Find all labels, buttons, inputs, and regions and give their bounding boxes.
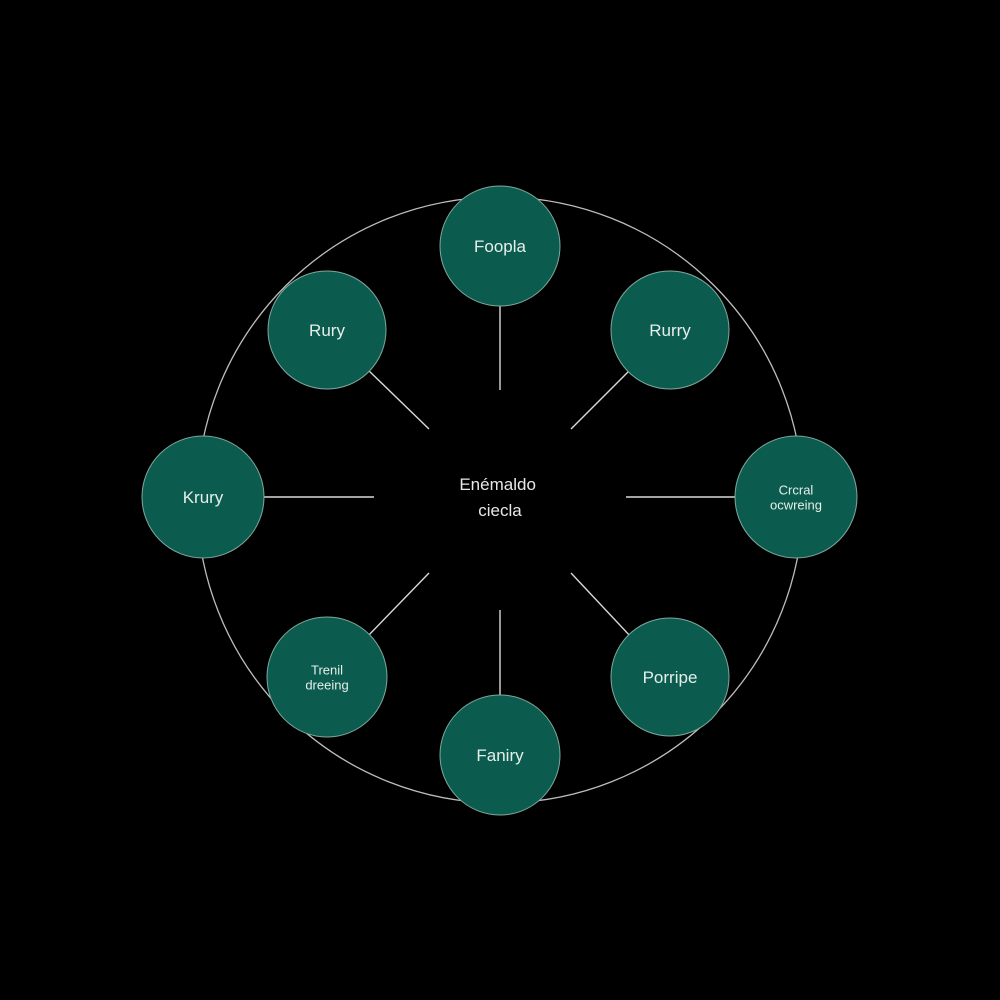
node-label-line: Rury	[309, 321, 345, 340]
node-label-top-right: Rurry	[649, 321, 691, 340]
node-circle-top-right	[610, 270, 730, 390]
node-label-line: Faniry	[476, 746, 524, 765]
node-top: Foopla	[439, 185, 561, 307]
node-label-top: Foopla	[474, 237, 527, 256]
node-label-line: Trenil	[311, 662, 343, 677]
node-circle-top	[439, 185, 561, 307]
node-label-top-left: Rury	[309, 321, 345, 340]
node-label-line: Foopla	[474, 237, 527, 256]
node-bottom-right: Porripe	[610, 617, 730, 737]
node-label-bottom-right: Porripe	[643, 668, 698, 687]
node-label-left: Krury	[183, 488, 224, 507]
center-label-line-1: Enémaldo	[459, 475, 536, 494]
node-circle-bottom-left	[266, 616, 388, 738]
node-label-line: ocwreing	[770, 497, 822, 512]
node-left: Krury	[141, 435, 265, 559]
node-bottom: Faniry	[439, 694, 561, 816]
spoke-top-left	[365, 367, 430, 430]
center-label-line-2: ciecla	[478, 501, 522, 520]
node-circle-bottom-right	[610, 617, 730, 737]
node-label-line: Porripe	[643, 668, 698, 687]
node-label-line: Krury	[183, 488, 224, 507]
node-top-left: Rury	[267, 270, 387, 390]
node-circle-right	[734, 435, 858, 559]
spoke-bottom-right	[570, 572, 633, 639]
spoke-top-right	[570, 367, 633, 430]
node-label-bottom: Faniry	[476, 746, 524, 765]
spoke-bottom-left	[365, 572, 430, 639]
node-label-line: Crcral	[779, 482, 814, 497]
center-label: Enémaldo ciecla	[459, 475, 540, 520]
spokes-group	[264, 306, 735, 695]
node-top-right: Rurry	[610, 270, 730, 390]
node-label-line: dreeing	[305, 677, 348, 692]
node-label-line: Rurry	[649, 321, 691, 340]
node-circle-top-left	[267, 270, 387, 390]
node-circle-bottom	[439, 694, 561, 816]
node-circle-left	[141, 435, 265, 559]
